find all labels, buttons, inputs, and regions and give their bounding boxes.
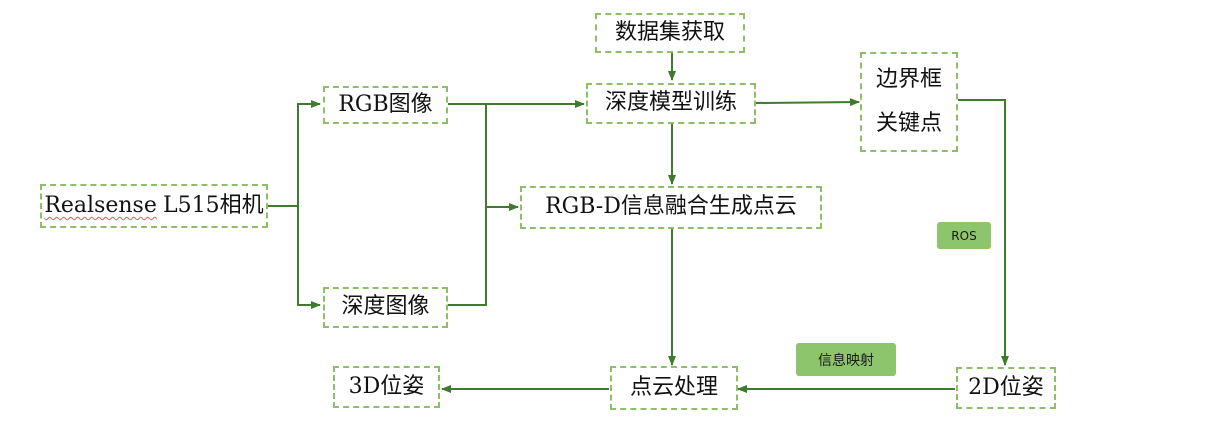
point-cloud-processing-label: 点云处理: [629, 374, 718, 400]
rgbd-fusion-box: RGB-D信息融合生成点云: [520, 186, 822, 229]
dataset-acquisition-label: 数据集获取: [614, 19, 725, 45]
ros-tag: ROS: [937, 222, 991, 249]
camera-model-label: L515相机: [163, 192, 264, 218]
connector-bbox-to-2dpose: [958, 99, 1009, 366]
connector-rgb-to-fusion: [468, 103, 519, 211]
rgb-image-label: RGB图像: [338, 91, 433, 117]
depth-image-label: 深度图像: [341, 294, 430, 320]
depth-image-box: 深度图像: [323, 287, 448, 328]
keypoints-label: 关键点: [875, 110, 942, 136]
rgb-image-box: RGB图像: [323, 86, 448, 124]
pose-2d-label: 2D位姿: [968, 374, 1044, 400]
camera-brand-label: Realsense: [44, 192, 157, 218]
bbox-keypoints-box: 边界框 关键点: [860, 52, 958, 152]
connector-camera-to-rgb: [297, 100, 321, 206]
info-mapping-tag: 信息映射: [796, 343, 896, 376]
depth-model-training-box: 深度模型训练: [586, 83, 756, 124]
pose-3d-box: 3D位姿: [333, 366, 440, 408]
bbox-label: 边界框: [875, 66, 942, 92]
rgbd-fusion-label: RGB-D信息融合生成点云: [545, 194, 797, 220]
dataset-acquisition-box: 数据集获取: [595, 13, 745, 53]
depth-model-training-label: 深度模型训练: [604, 90, 737, 116]
pose-2d-box: 2D位姿: [956, 367, 1056, 409]
connector-depth-to-fusion: [448, 207, 487, 306]
ros-tag-label: ROS: [951, 228, 977, 243]
point-cloud-processing-box: 点云处理: [610, 366, 738, 410]
pose-3d-label: 3D位姿: [348, 373, 425, 399]
connector-camera-to-depth: [297, 206, 321, 309]
camera-box: Realsense L515相机: [40, 184, 268, 228]
info-mapping-tag-label: 信息映射: [818, 352, 874, 369]
connector-training-to-bbox: [755, 98, 860, 107]
